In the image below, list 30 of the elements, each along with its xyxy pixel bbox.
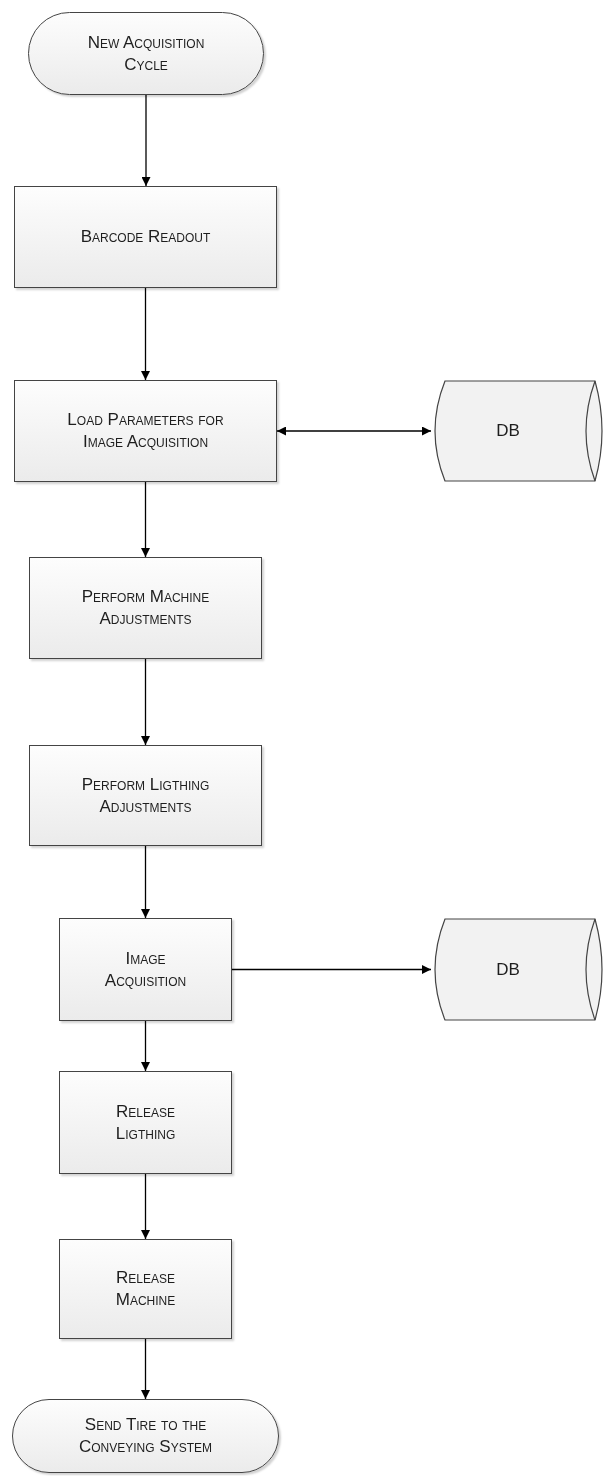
arrow: [141, 1020, 150, 1072]
node-label: Barcode Readout: [79, 226, 212, 248]
node-label: DB: [495, 958, 521, 981]
process-box: [59, 1239, 232, 1339]
node-label: Release Machine: [114, 1267, 177, 1311]
terminal-node: [12, 1399, 279, 1473]
node-label: Perform Ligthing Adjustments: [80, 773, 211, 818]
arrow: [141, 658, 150, 746]
arrow: [231, 965, 432, 974]
process-box: [29, 745, 262, 846]
process-box: [14, 186, 277, 288]
process-box: [59, 918, 232, 1021]
arrow: [141, 845, 150, 919]
arrow: [276, 426, 432, 436]
node-label: New Acquisition Cycle: [86, 31, 206, 76]
process-box: [14, 380, 277, 482]
node-label: Perform Machine Adjustments: [80, 586, 211, 630]
node-label: Image Acquisition: [103, 947, 188, 992]
node-label: Load Parameters for Image Acquisition: [66, 409, 225, 453]
arrow: [141, 287, 150, 381]
process-box: [59, 1071, 232, 1174]
arrow: [141, 1173, 150, 1240]
arrow: [141, 481, 150, 558]
process-box: [29, 557, 262, 659]
terminal-node: [28, 12, 264, 95]
node-label: Send Tire to the Conveying System: [78, 1414, 213, 1458]
node-label: Release Ligthing: [114, 1100, 177, 1145]
arrow: [141, 1338, 150, 1400]
arrow: [141, 94, 151, 187]
node-label: DB: [495, 420, 521, 442]
